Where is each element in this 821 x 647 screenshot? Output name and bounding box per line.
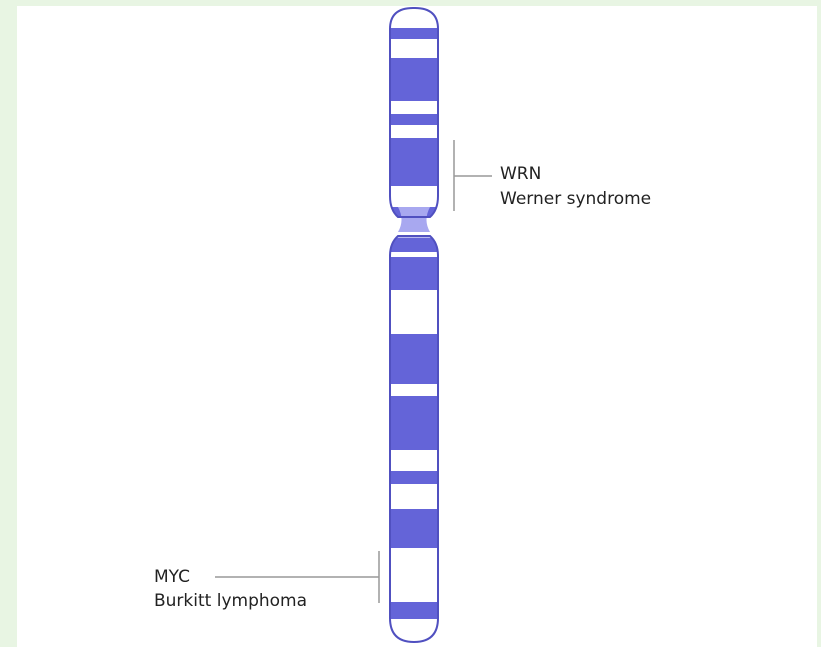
q-arm-band-white: [387, 484, 442, 509]
q-arm-band-white: [387, 252, 442, 257]
p-arm-band-white: [387, 186, 442, 207]
chromosome-q-arm: [387, 231, 442, 647]
myc-disease-label: Burkitt lymphoma: [154, 589, 307, 613]
q-arm-band-white: [387, 290, 442, 334]
centromere: [398, 207, 430, 232]
q-arm-band-white: [387, 450, 442, 471]
myc-gene-label: MYC: [154, 565, 190, 589]
q-arm-band-white: [387, 384, 442, 396]
p-arm-band-white: [387, 6, 442, 28]
p-arm-band-white: [387, 39, 442, 58]
q-arm-band-white: [387, 548, 442, 602]
p-arm-band-white: [387, 101, 442, 114]
wrn-disease-label: Werner syndrome: [500, 187, 651, 211]
wrn-gene-label: WRN: [500, 162, 541, 186]
chromosome-p-arm: [387, 6, 442, 221]
diagram-canvas: WRN Werner syndrome MYC Burkitt lymphoma: [17, 6, 817, 647]
p-arm-band-white: [387, 125, 442, 138]
chromosome-ideogram: [17, 6, 817, 647]
